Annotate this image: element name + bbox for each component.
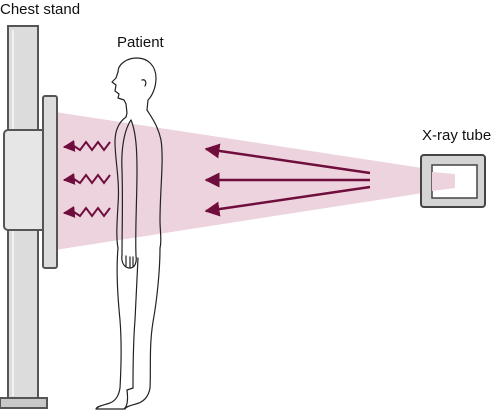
xray-tube-label: X-ray tube <box>422 127 491 144</box>
xray-arrow-top <box>204 143 371 175</box>
patient-figure <box>95 57 163 410</box>
xray-arrows <box>204 143 371 217</box>
chest-stand <box>0 25 58 409</box>
wavy-arrow-top <box>62 139 111 152</box>
xray-tube <box>420 154 486 208</box>
patient-label: Patient <box>117 34 164 51</box>
wavy-arrow-bottom <box>62 205 111 218</box>
transmitted-arrows <box>62 139 111 218</box>
chest-stand-label: Chest stand <box>0 1 81 18</box>
wavy-arrow-middle <box>62 172 111 185</box>
xray-arrow-bottom <box>204 185 371 217</box>
